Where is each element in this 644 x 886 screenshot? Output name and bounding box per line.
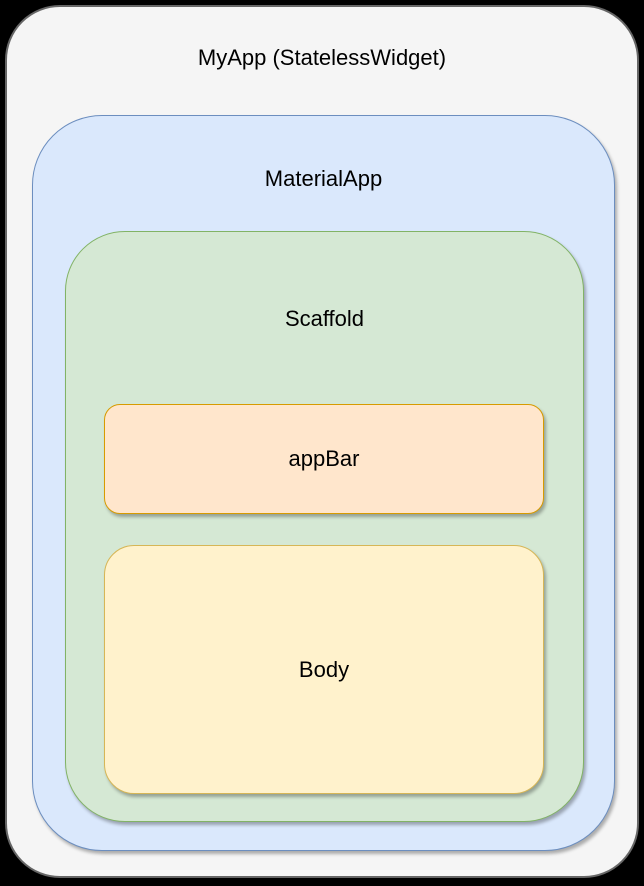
diagram-node-scaffold: Scaffold appBar Body	[65, 231, 584, 822]
diagram-node-myapp: MyApp (StatelessWidget) MaterialApp Scaf…	[5, 5, 639, 878]
diagram-node-materialapp-label: MaterialApp	[264, 166, 383, 191]
diagram-node-materialapp: MaterialApp Scaffold appBar Body	[32, 115, 615, 851]
diagram-node-appbar: appBar	[104, 404, 544, 514]
diagram-node-body: Body	[104, 545, 544, 794]
diagram-node-body-label: Body	[298, 656, 350, 682]
diagram-node-appbar-label: appBar	[288, 446, 360, 471]
diagram-node-myapp-label: MyApp (StatelessWidget)	[197, 45, 447, 70]
diagram-node-scaffold-label: Scaffold	[284, 306, 365, 331]
